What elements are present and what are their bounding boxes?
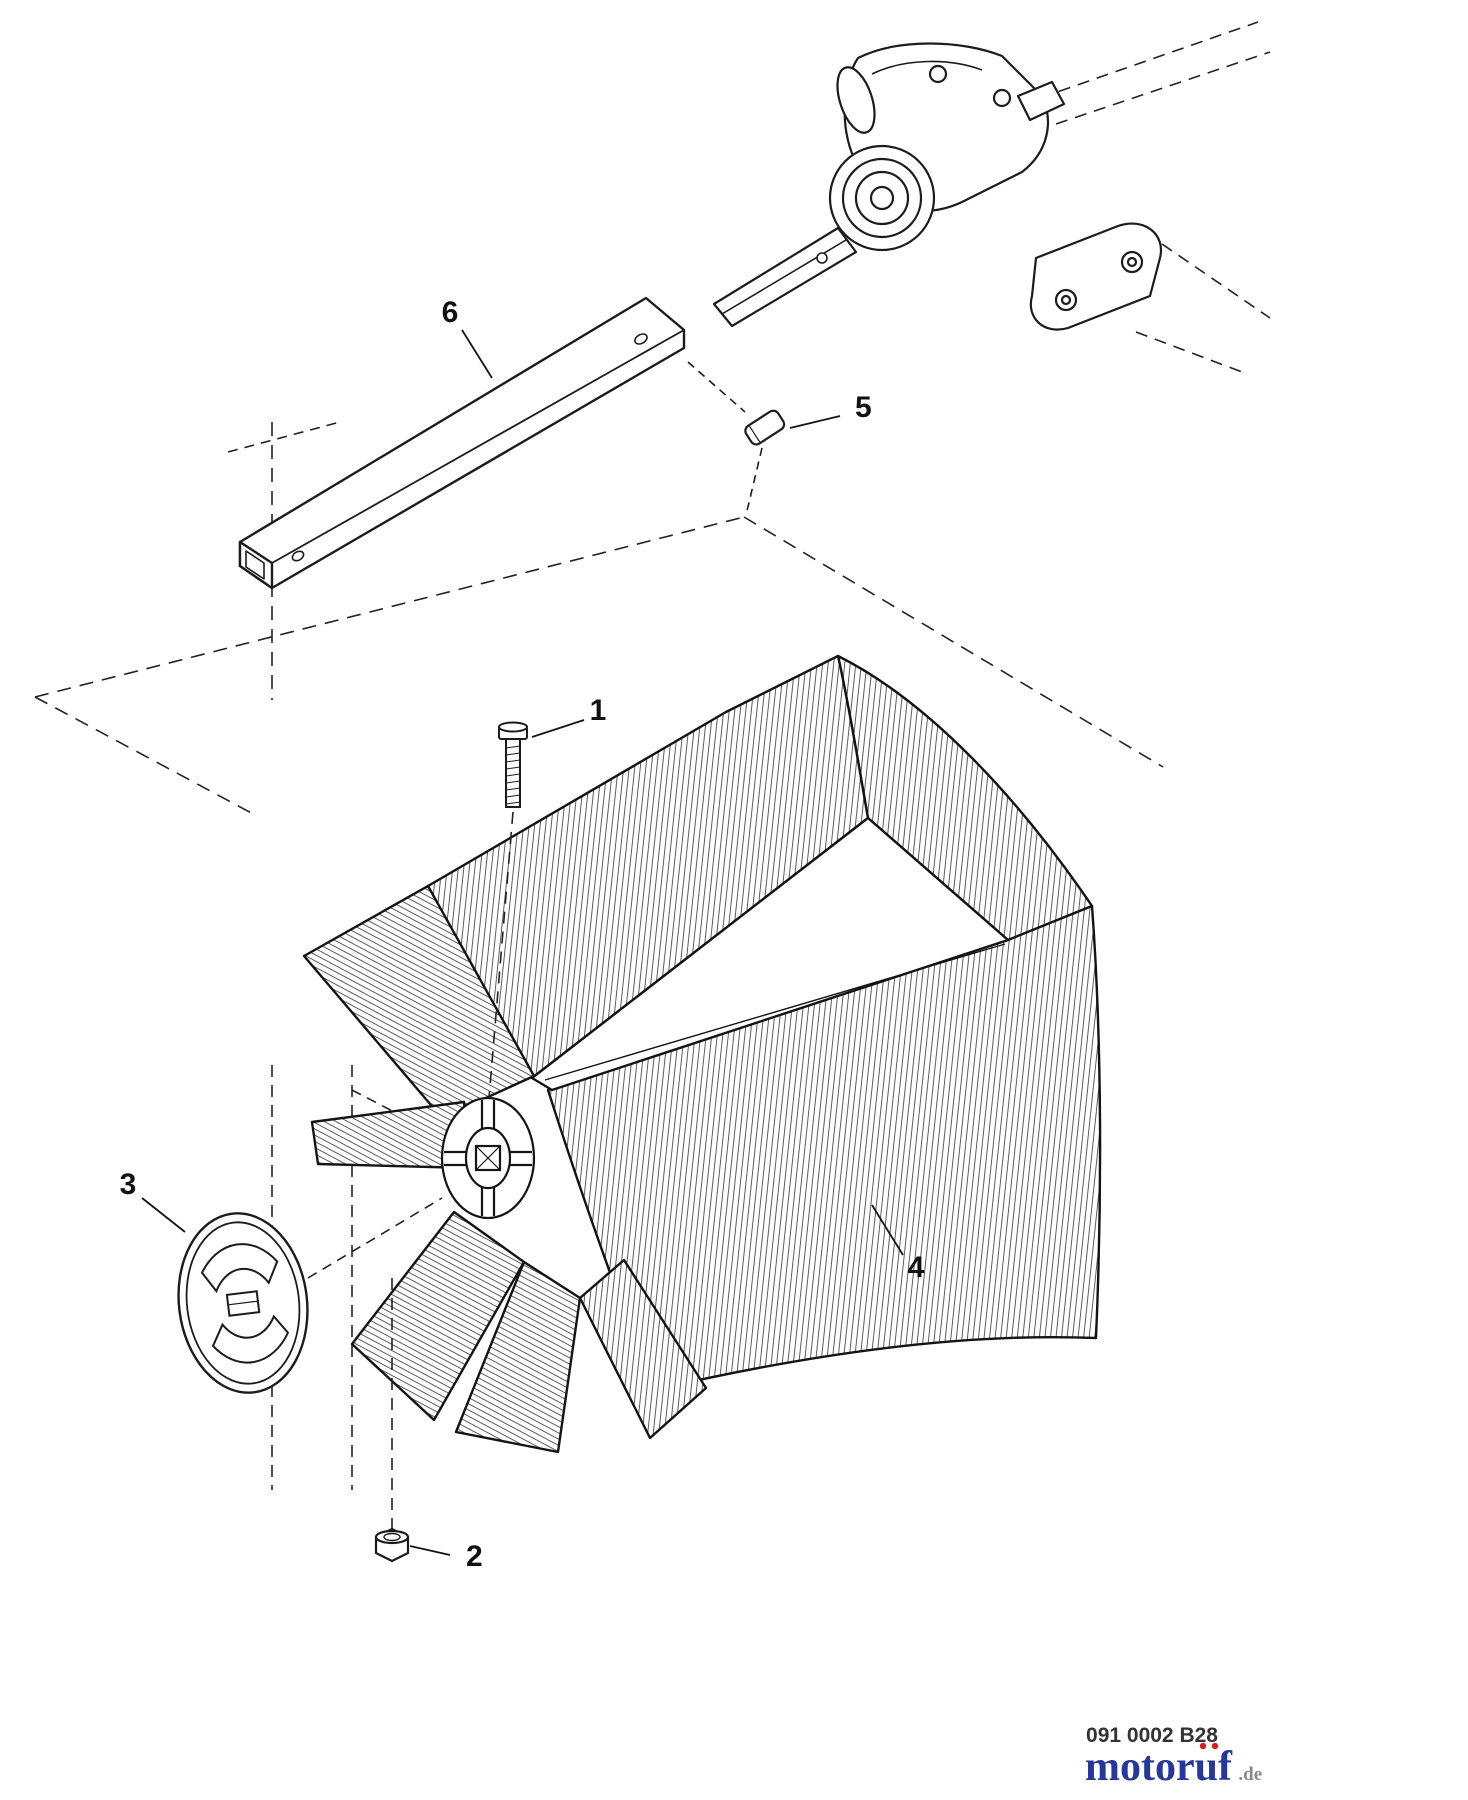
callout-labels: 6 5 1 4 3 2 — [120, 296, 925, 1573]
brand-accent-dot — [1199, 1742, 1207, 1750]
brush-blade-top — [426, 654, 870, 1080]
brand-name: motoruf — [1085, 1744, 1233, 1790]
end-disc — [177, 1212, 309, 1394]
locking-pin — [687, 361, 786, 516]
brush-wheel — [302, 654, 1102, 1454]
callout-label-6: 6 — [442, 296, 459, 329]
drive-tube — [238, 296, 686, 590]
brand-logo: motoruf .de — [1085, 1744, 1262, 1790]
callout-label-3: 3 — [120, 1168, 137, 1201]
brush-hub — [440, 1096, 536, 1220]
callout-label-4: 4 — [908, 1251, 925, 1284]
hex-bolt — [498, 721, 528, 808]
gearbox-assembly — [712, 42, 1163, 331]
assembly-axis-lines — [307, 811, 514, 1530]
callout-label-1: 1 — [590, 694, 607, 727]
callout-label-2: 2 — [466, 1540, 483, 1573]
callout-label-5: 5 — [855, 391, 872, 424]
bolt-threads — [505, 745, 521, 805]
handle-stub — [1016, 80, 1066, 122]
brush-blade-lower-right — [578, 1258, 708, 1440]
footer: 091 0002 B28 motoruf .de — [1085, 1724, 1262, 1790]
brush-blade-right — [546, 904, 1102, 1392]
brush-core-groove — [530, 816, 1010, 1092]
hex-nut — [374, 1527, 410, 1563]
brand-suffix: .de — [1238, 1764, 1262, 1785]
gearbox-bolt-head — [992, 88, 1012, 108]
gearbox-flange — [828, 144, 936, 252]
gearbox-output-shaft — [712, 226, 858, 328]
gearbox-tube-clamp — [1029, 222, 1163, 331]
callout-leaders — [141, 329, 904, 1556]
gearbox-bolt-head — [928, 64, 948, 84]
brand-accent-dot — [1211, 1742, 1219, 1750]
drawing-code: 091 0002 B28 — [1086, 1724, 1218, 1747]
